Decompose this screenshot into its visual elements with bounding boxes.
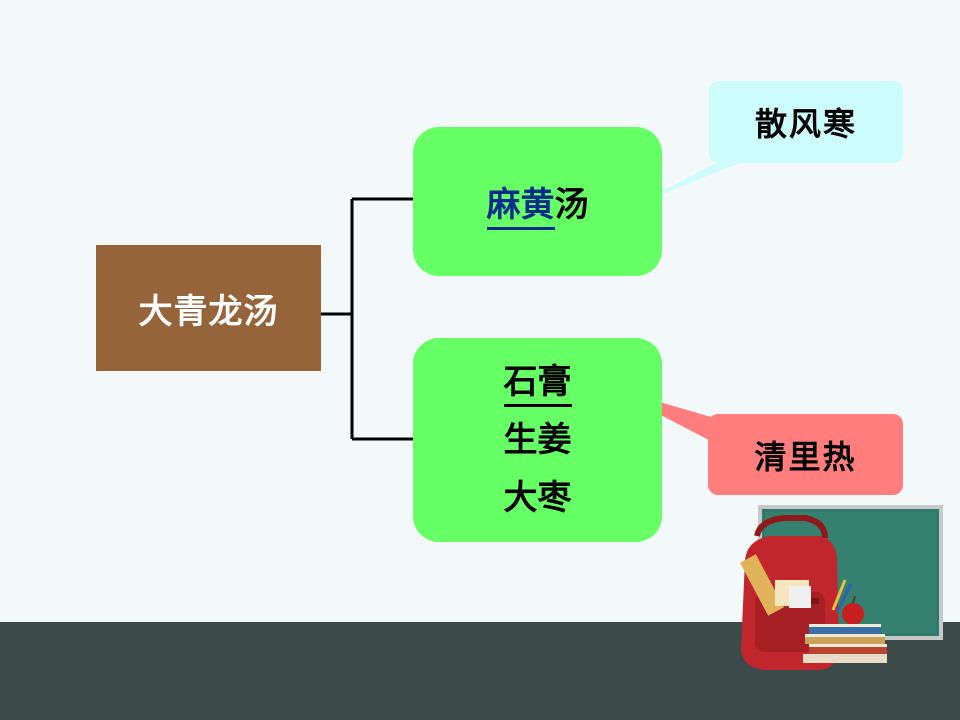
callout-disperse-cold: 散风寒 [709,81,903,163]
school-clipart-icon [739,505,943,670]
callout-pointer-1 [633,152,766,206]
root-label: 大青龙汤 [138,291,279,332]
callout-clear-heat: 清里热 [708,414,903,495]
branch-2-line-3: 大枣 [503,478,572,518]
branch-node-ingredients: 石膏 生姜 大枣 [413,338,662,542]
branch-1-suffix: 汤 [554,185,589,225]
callout-1-text: 散风寒 [754,105,857,143]
branch-node-mahuang: 麻黄汤 [413,127,662,276]
branch-2-line-1: 石膏 [503,362,572,407]
branch-2-line-2: 生姜 [503,420,572,460]
callout-2-text: 清里热 [754,437,857,476]
branch-1-highlight: 麻黄 [486,185,555,230]
root-node: 大青龙汤 [96,245,321,371]
